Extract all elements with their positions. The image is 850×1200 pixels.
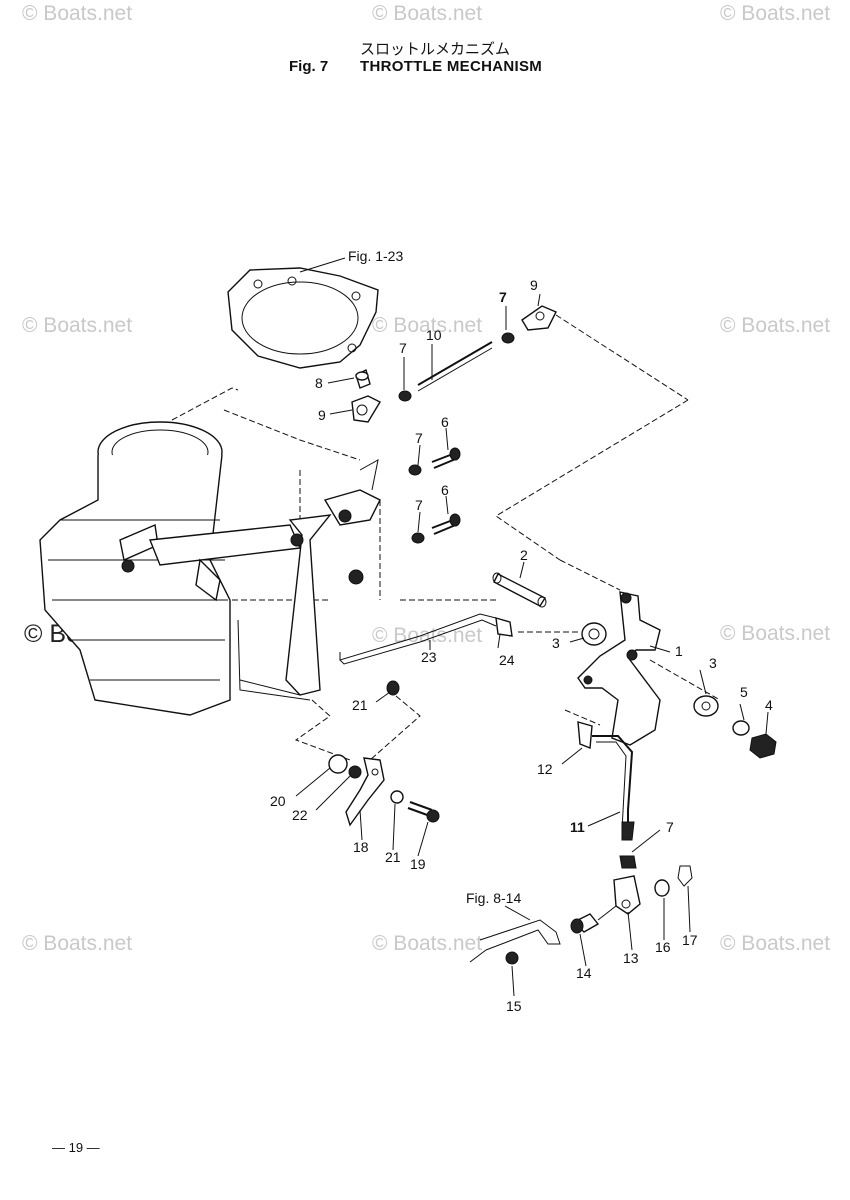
leader-line: [299, 257, 346, 273]
throttle-lever: [577, 591, 661, 746]
callout-11: 11: [570, 819, 585, 835]
shaft: [492, 572, 547, 608]
callout-4: 4: [765, 697, 773, 713]
page-number: — 19 —: [52, 1140, 100, 1155]
callout-7: 7: [499, 289, 507, 305]
watermark: © Boats.net: [720, 314, 830, 337]
throttle-rod: [339, 613, 513, 696]
callout-21: 21: [352, 697, 368, 713]
figure-number: Fig. 7: [289, 58, 329, 75]
watermark: © Boats.net: [22, 932, 132, 955]
reference-fig-8-14: Fig. 8-14: [466, 890, 521, 906]
callout-19: 19: [410, 856, 426, 872]
callout-3: 3: [709, 655, 717, 671]
watermark: © Boats.net: [720, 932, 830, 955]
callout-5: 5: [740, 684, 748, 700]
callout-3: 3: [552, 635, 560, 651]
callout-6: 6: [441, 482, 449, 498]
watermark: © Boats.net: [372, 314, 482, 337]
callout-21: 21: [385, 849, 401, 865]
watermark: © Boats.net: [720, 2, 830, 25]
idle-lever-assembly: [328, 754, 440, 827]
reference-fig-1-23: Fig. 1-23: [348, 248, 403, 264]
callout-23: 23: [421, 649, 437, 665]
callout-13: 13: [623, 950, 639, 966]
callout-6: 6: [441, 414, 449, 430]
callout-7: 7: [399, 340, 407, 356]
leader-lines: [295, 293, 769, 997]
callout-14: 14: [576, 965, 592, 981]
carburetor-gasket: [227, 267, 379, 369]
callout-9: 9: [530, 277, 538, 293]
link-rod-assembly: [351, 305, 689, 423]
callout-22: 22: [292, 807, 308, 823]
washer-nut-group: [693, 695, 777, 759]
callout-24: 24: [499, 652, 515, 668]
title-japanese: スロットルメカニズム: [360, 40, 511, 58]
callout-10: 10: [426, 327, 442, 343]
watermark: © Boats.net: [372, 624, 482, 647]
callout-18: 18: [353, 839, 369, 855]
callout-12: 12: [537, 761, 553, 777]
watermark: © Boats.net: [22, 314, 132, 337]
callout-17: 17: [682, 932, 698, 948]
throttle-bracket: [285, 459, 381, 696]
carburetor-body: [39, 387, 361, 716]
callout-7: 7: [415, 497, 423, 513]
callout-15: 15: [506, 998, 522, 1014]
link-rod-11: [577, 721, 693, 915]
figure-title: THROTTLE MECHANISM: [360, 58, 543, 75]
callout-labels: 1 2 3 3 4 5 6 6 7 7 7 7 7 8 9 9 10 11 12…: [270, 277, 773, 1014]
callout-7: 7: [415, 430, 423, 446]
watermark: © Boats.net: [22, 2, 132, 25]
callout-16: 16: [655, 939, 671, 955]
callout-9: 9: [318, 407, 326, 423]
callout-2: 2: [520, 547, 528, 563]
callout-20: 20: [270, 793, 286, 809]
alignment-lines: [294, 399, 721, 761]
watermark: © Boats.net: [720, 622, 830, 645]
watermark: © Boats.net: [372, 2, 482, 25]
callout-1: 1: [675, 643, 683, 659]
callout-8: 8: [315, 375, 323, 391]
watermark: © Boats.net: [372, 932, 482, 955]
callout-7: 7: [666, 819, 674, 835]
screws-group: [408, 447, 461, 544]
lower-linkage: [469, 905, 617, 965]
